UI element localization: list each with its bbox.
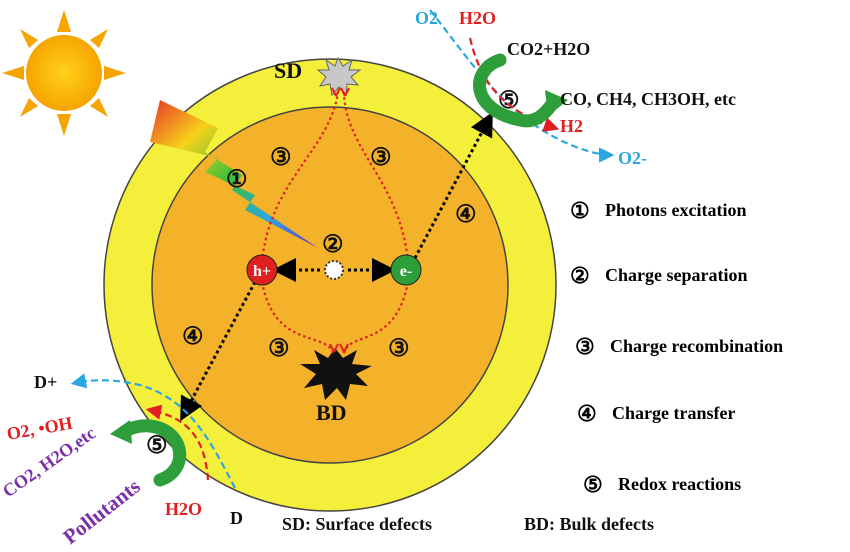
- legend: ① Photons excitation ② Charge separation…: [570, 198, 783, 497]
- step-3-label-tl: ③: [270, 145, 292, 171]
- d-plus-label: D+: [34, 372, 57, 392]
- pollutant-degradation-arrowhead: [110, 420, 132, 444]
- electron-transfer-arrow: [413, 111, 493, 259]
- step-5-label-top: ⑤: [498, 88, 520, 114]
- legend-num-5: ⑤: [583, 472, 603, 497]
- h2-label: H2: [560, 116, 583, 136]
- footer-sd: SD: Surface defects: [282, 514, 432, 534]
- bulk-defect-icon: [300, 348, 372, 400]
- step-3-label-tr: ③: [370, 145, 392, 171]
- pollutant-degradation-arrow: [117, 419, 187, 487]
- legend-num-1: ①: [570, 198, 590, 223]
- separation-arrows: [272, 258, 396, 282]
- legend-text-4: Charge transfer: [612, 403, 735, 423]
- o2-reduction-path: [429, 9, 615, 163]
- legend-num-4: ④: [577, 401, 597, 426]
- sun-icon: [2, 10, 126, 136]
- o2-minus-label: O2-: [618, 148, 647, 168]
- step-4-label-right: ④: [455, 202, 477, 228]
- electron: [390, 254, 422, 286]
- bd-label: BD: [316, 400, 347, 425]
- legend-text-2: Charge separation: [605, 265, 748, 285]
- legend-num-2: ②: [570, 263, 590, 288]
- legend-text-3: Charge recombination: [610, 336, 783, 356]
- co2-reduction-arrow: [473, 53, 559, 128]
- light-beam: [150, 100, 318, 248]
- step-5-label-bottom: ⑤: [146, 433, 168, 459]
- co2-h2o-label: CO2+H2O: [507, 39, 590, 59]
- donor-oxidation-path: [70, 373, 236, 489]
- step-3-label-bl: ③: [268, 336, 290, 362]
- co2-reduction-arrowhead: [545, 90, 568, 116]
- step-4-label-left: ④: [182, 324, 204, 350]
- footer-bd: BD: Bulk defects: [524, 514, 654, 534]
- electron-label: e-: [400, 263, 412, 280]
- sd-label: SD: [274, 58, 302, 83]
- h2o-oxidation-path: [145, 404, 210, 481]
- legend-num-3: ③: [575, 334, 595, 359]
- step-2-label: ②: [322, 232, 344, 258]
- legend-text-5: Redox reactions: [618, 474, 741, 494]
- recombination-arrowheads: [329, 87, 350, 353]
- products-label: CO, CH4, CH3OH, etc: [560, 89, 736, 109]
- d-label: D: [230, 508, 243, 528]
- hole: [246, 254, 278, 286]
- surface-defect-icon: [316, 56, 362, 97]
- pollutants-label: Pollutants: [58, 474, 144, 549]
- hole-transfer-arrow: [180, 281, 257, 422]
- step-3-label-br: ③: [388, 336, 410, 362]
- o2-label: O2: [415, 8, 438, 28]
- h2o-top-label: H2O: [459, 8, 496, 28]
- legend-text-1: Photons excitation: [605, 200, 747, 220]
- hole-label: h+: [253, 263, 271, 280]
- h2o-bottom-label: H2O: [165, 499, 202, 519]
- step-1-label: ①: [226, 167, 248, 193]
